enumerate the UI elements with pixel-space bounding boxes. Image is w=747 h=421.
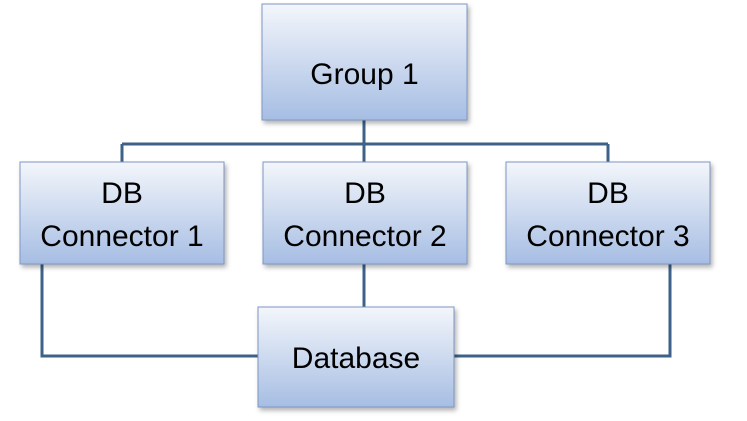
node-connector-1-line2: Connector 1 [40,220,203,253]
node-connector-3-line2: Connector 3 [526,220,689,253]
line-connector-3-to-database [454,264,672,358]
connector-lines [40,120,672,358]
node-database-box [257,306,455,408]
node-connector-2-box [262,161,468,265]
node-group-1[interactable]: Group 1 [261,3,468,121]
line-connector-1-to-database [40,264,258,358]
node-connector-2-line2: Connector 2 [283,220,446,253]
node-database[interactable]: Database [257,306,455,408]
node-connector-1[interactable]: DB Connector 1 [19,161,225,265]
node-connector-1-box [19,161,225,265]
node-group-1-label: Group 1 [310,58,418,91]
node-connector-2-line1: DB [344,177,386,210]
node-group-1-box [261,3,468,121]
node-connector-3-line1: DB [587,177,629,210]
node-database-label: Database [292,342,420,375]
node-connector-2[interactable]: DB Connector 2 [262,161,468,265]
node-connector-1-line1: DB [101,177,143,210]
node-connector-3-box [505,161,711,265]
node-connector-3[interactable]: DB Connector 3 [505,161,711,265]
